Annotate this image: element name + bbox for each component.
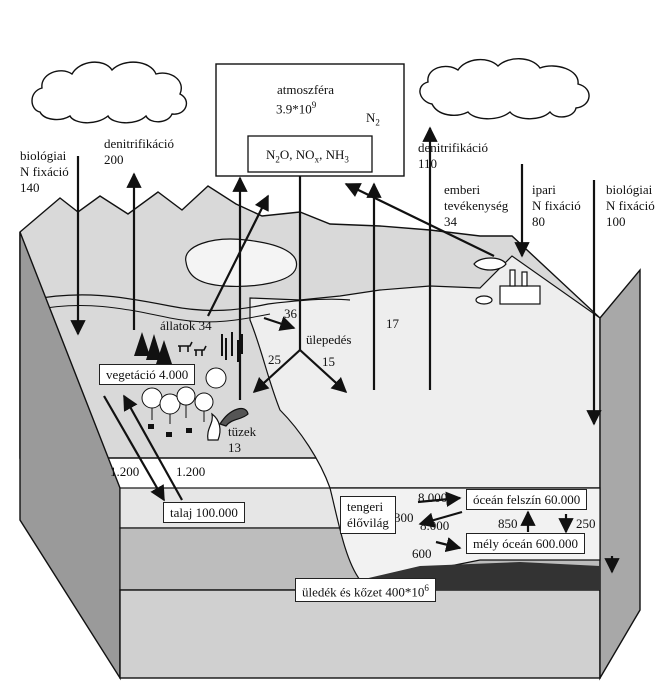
deep-ocean-box: mély óceán 600.000 [466,533,586,554]
arrow-8000-up [417,491,462,507]
industrial-label-1: ipari [532,182,556,197]
animals-icon [178,341,207,356]
arrow-15 [299,349,348,394]
nitrogen-compounds: N2O, NOx, NH3 [266,147,349,165]
atmosphere-gas: N2 [366,110,380,128]
arrow-8000-down [418,510,463,528]
factory-icon [473,257,541,305]
fires-label: tüzek [228,424,257,439]
industrial-label-2: N fixáció [532,198,581,213]
bio-fix-ocean-value: 100 [606,214,626,229]
flow-8000-bottom: 8.000 [420,518,450,533]
bio-fix-ocean-label-2: N fixáció [606,198,655,213]
flow-1200-b: 1.200 [176,464,206,479]
human-label-2: tevékenység [444,198,509,213]
arrow-25 [252,349,301,394]
bio-fix-land-label-1: biológiai [20,148,67,163]
soil-box: talaj 100.000 [163,502,245,523]
deposition-36: 36 [284,306,297,321]
arrow-human [344,183,495,257]
bio-fix-land-label-2: N fixáció [20,164,69,179]
fire-icon [207,407,249,441]
denit-ocean-value: 110 [418,156,438,171]
denit-land-label: denitrifikáció [104,136,175,151]
atmosphere-title: atmoszféra [277,82,335,97]
left-cloud [31,61,188,124]
river [29,294,351,312]
deciduous-trees-icon [141,367,227,424]
bedrock-layer [119,589,601,679]
conifer-trees-icon [134,332,172,364]
arrow-animals [207,194,269,317]
industrial-value: 80 [532,214,545,229]
animals-label: állatok 34 [160,318,212,333]
right-cloud [419,58,590,120]
deposition-label: ülepedés [306,332,352,347]
right-face [599,268,641,681]
arrow-1200-up [123,394,183,501]
vegetation-box: vegetáció 4.000 [99,364,196,385]
arrow-1200-down [103,395,165,502]
deposition-25: 25 [268,352,281,367]
flow-600: 600 [412,546,432,561]
nitrogen-compounds-box [247,135,373,173]
human-label-1: emberi [444,182,481,197]
denit-land-value: 200 [104,152,124,167]
bio-fix-land-value: 140 [20,180,40,195]
marine-life-label-1: tengeri [347,499,384,514]
bio-fix-ocean-label-1: biológiai [606,182,653,197]
denit-ocean-label: denitrifikáció [418,140,489,155]
ocean-surface-box: óceán felszín 60.000 [466,489,588,510]
stumps-icon [148,424,192,437]
marine-300: 300 [394,510,414,525]
deposition-15: 15 [322,354,335,369]
marine-life-label-2: élővilág [347,515,389,530]
atmosphere-value: 3.9*109 [276,100,317,117]
lake [185,238,298,287]
flow-250: 250 [576,516,596,531]
marine-life-box: tengeri élővilág [340,496,396,534]
human-value: 34 [444,214,457,229]
sediment-box: üledék és kőzet 400*106 [295,578,436,603]
deposition-17: 17 [386,316,399,331]
arrow-600 [435,537,462,553]
crops-icon [221,332,243,362]
flow-8000-top: 8.000 [418,490,448,505]
fires-value: 13 [228,440,241,455]
flow-850: 850 [498,516,518,531]
arrow-36 [263,316,296,331]
flow-arrows [70,126,620,574]
flow-1200-a: 1.200 [110,464,140,479]
